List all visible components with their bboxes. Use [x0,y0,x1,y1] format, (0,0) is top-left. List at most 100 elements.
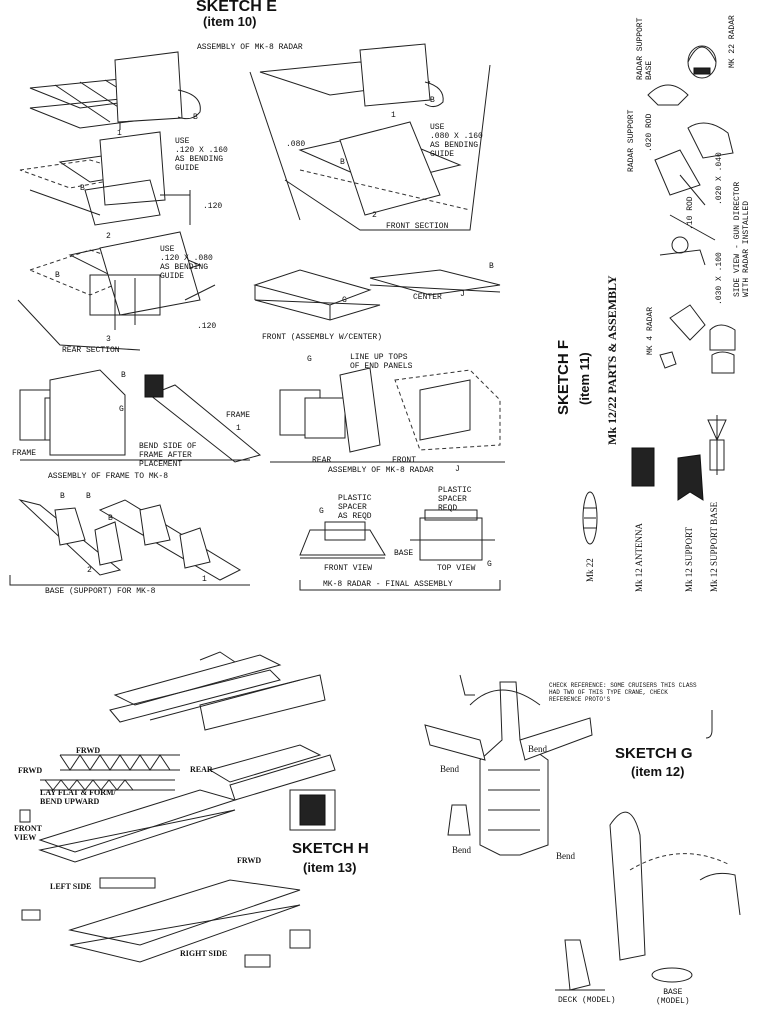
mk12-antenna-label: Mk 12 ANTENNA [634,523,644,592]
frwd-label-2: FRWD [18,766,43,775]
lay-flat-note: LAY FLAT & FORM/ BEND UPWARD [40,788,116,806]
front-section-label: FRONT SECTION [386,222,449,231]
marker-1: 1 [117,129,122,138]
marker-b: B [55,271,60,280]
frame-label-right: FRAME [226,411,251,420]
marker-g: G [342,296,347,305]
mk22-label: Mk 22 [585,558,595,582]
marker-b: B [340,158,345,167]
sketch-g-title: SKETCH G [615,745,693,762]
frwd-label-1: FRWD [76,746,101,755]
base-label: BASE [394,549,414,558]
marker-2: 2 [372,211,377,220]
marker-b: B [108,514,113,523]
plastic-spacer-note-2: PLASTIC SPACER REQD [438,486,472,513]
sketch-h-drawings [19,651,336,968]
dim-030-100-label: .030 X .100 [715,252,724,305]
line-up-note: LINE UP TOPS OF END PANELS [350,353,413,371]
dim-020-040-label: .020 X .040 [715,152,724,205]
marker-1: 1 [202,575,207,584]
marker-b: B [489,262,494,271]
marker-1: 1 [236,424,241,433]
front-label: FRONT [392,456,417,465]
mk12-support-base-label: Mk 12 SUPPORT BASE [709,501,719,592]
sketch-e-item: (item 10) [203,14,257,29]
bend-label: Bend [556,851,575,861]
side-view-label: SIDE VIEW - GUN DIRECTOR WITH RADAR INST… [733,181,751,297]
dimension-120-b: .120 [197,322,217,331]
sketch-f-subtitle: Mk 12/22 PARTS & ASSEMBLY [605,275,619,445]
dimension-080: .080 [286,140,306,149]
bend-label: Bend [452,845,471,855]
base-support-label: BASE (SUPPORT) FOR MK-8 [45,587,156,596]
radar-support-base-label: RADAR SUPPORT BASE [636,17,654,80]
check-reference-note: CHECK REFERENCE: SOME CRUISERS THIS CLAS… [549,682,697,703]
sketch-e-base-support-drawing [9,499,250,586]
assembly-radar-label: ASSEMBLY OF MK-8 RADAR [328,466,434,475]
marker-b: B [193,113,198,122]
marker-g: G [307,355,312,364]
sketch-e-final-assembly-drawing [299,509,501,591]
sketch-h-item: (item 13) [303,860,357,875]
left-side-label: LEFT SIDE [50,882,92,891]
rear-label: REAR [312,456,332,465]
frwd-label-3: FRWD [237,856,262,865]
bend-guide-note-2: USE .080 X .160 AS BENDING GUIDE [430,123,483,159]
plastic-spacer-note-1: PLASTIC SPACER AS REQD [338,494,372,521]
final-assembly-label: MK-8 RADAR - FINAL ASSEMBLY [323,580,453,589]
sketch-e-center-drawing [369,269,501,296]
bend-label: Bend [528,744,547,754]
mk4-radar-label: MK 4 RADAR [646,306,655,355]
top-view-label: TOP VIEW [437,564,476,573]
marker-j: J [455,465,460,474]
rod-010-label: .10 ROD [686,196,695,230]
dimension-120-a: .120 [203,202,223,211]
bend-label: Bend [440,764,459,774]
sketch-e-title: SKETCH E [196,0,277,15]
sketch-e-radar-assembly-drawing [270,367,505,463]
marker-b: B [430,96,435,105]
sketch-e-frame-assembly-drawing [19,369,262,463]
sketch-e-front-section-drawing [249,43,491,231]
right-side-label: RIGHT SIDE [180,949,228,958]
sketch-f-item: (item 11) [577,352,592,405]
sketch-h-title: SKETCH H [292,840,369,857]
rear-label-h: REAR [190,765,213,774]
radar-support-label: RADAR SUPPORT [627,109,636,172]
sketch-g-drawings [424,674,741,991]
rear-section-label: REAR SECTION [62,346,120,355]
marker-b: B [80,184,85,193]
deck-model-label: DECK (MODEL) [558,996,616,1005]
mk22-radar-label: MK 22 RADAR [728,15,737,68]
assembly-frame-label: ASSEMBLY OF FRAME TO MK-8 [48,472,169,481]
bend-guide-note-3: USE .120 X .080 AS BENDING GUIDE [160,245,213,281]
marker-2: 2 [106,232,111,241]
base-model-label: BASE (MODEL) [656,988,690,1006]
marker-j: J [460,290,465,299]
sketch-e-step1-drawing [29,51,201,130]
front-view-label: FRONT VIEW [324,564,373,573]
frame-label-left: FRAME [12,449,37,458]
sketch-e-front-assembly-drawing [253,269,381,321]
marker-b: B [121,371,126,380]
marker-g: G [487,560,492,569]
sketch-e-step2-drawing [19,131,191,226]
marker-b: B [60,492,65,501]
sketch-e-step3-drawing [17,231,216,351]
marker-b: B [86,492,91,501]
front-view-label-h: FRONT VIEW [14,824,42,842]
mk12-support-label: Mk 12 SUPPORT [684,527,694,592]
marker-1: 1 [391,111,396,120]
marker-2: 2 [87,566,92,575]
sketch-g-item: (item 12) [631,764,685,779]
marker-g: G [119,405,124,414]
bend-guide-note-1: USE .120 X .160 AS BENDING GUIDE [175,137,228,173]
sketch-f-drawings [582,45,736,545]
center-label: CENTER [413,293,442,302]
rod-020-label: .020 ROD [645,113,654,152]
sketch-f-title: SKETCH F [555,340,572,415]
marker-g: G [319,507,324,516]
marker-3: 3 [106,335,111,344]
sketch-e-assembly-caption: ASSEMBLY OF MK-8 RADAR [197,43,303,52]
